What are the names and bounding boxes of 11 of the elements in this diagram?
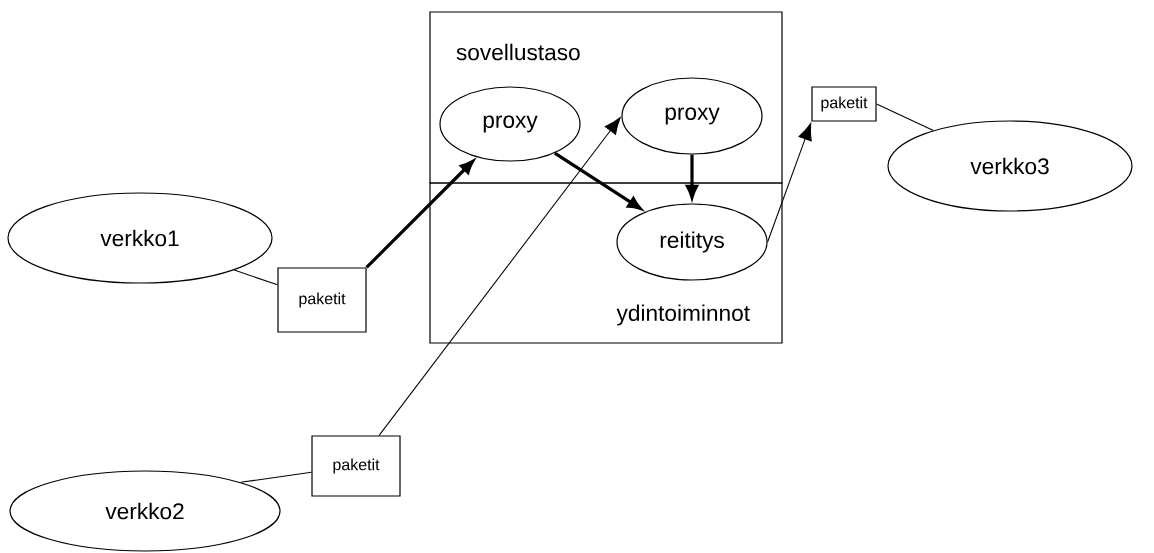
- connector-line: [240, 471, 312, 483]
- arrow: [553, 151, 642, 210]
- ellipse-node: reititys: [616, 203, 768, 281]
- packet-box: paketit: [277, 267, 367, 333]
- packet-box: paketit: [811, 86, 877, 122]
- connector-line: [876, 103, 934, 131]
- ellipse-node: proxy: [621, 77, 763, 155]
- packet-box: paketit: [311, 435, 401, 497]
- arrow: [378, 117, 621, 436]
- connector-line: [233, 269, 278, 286]
- ellipse-node: proxy: [439, 86, 581, 162]
